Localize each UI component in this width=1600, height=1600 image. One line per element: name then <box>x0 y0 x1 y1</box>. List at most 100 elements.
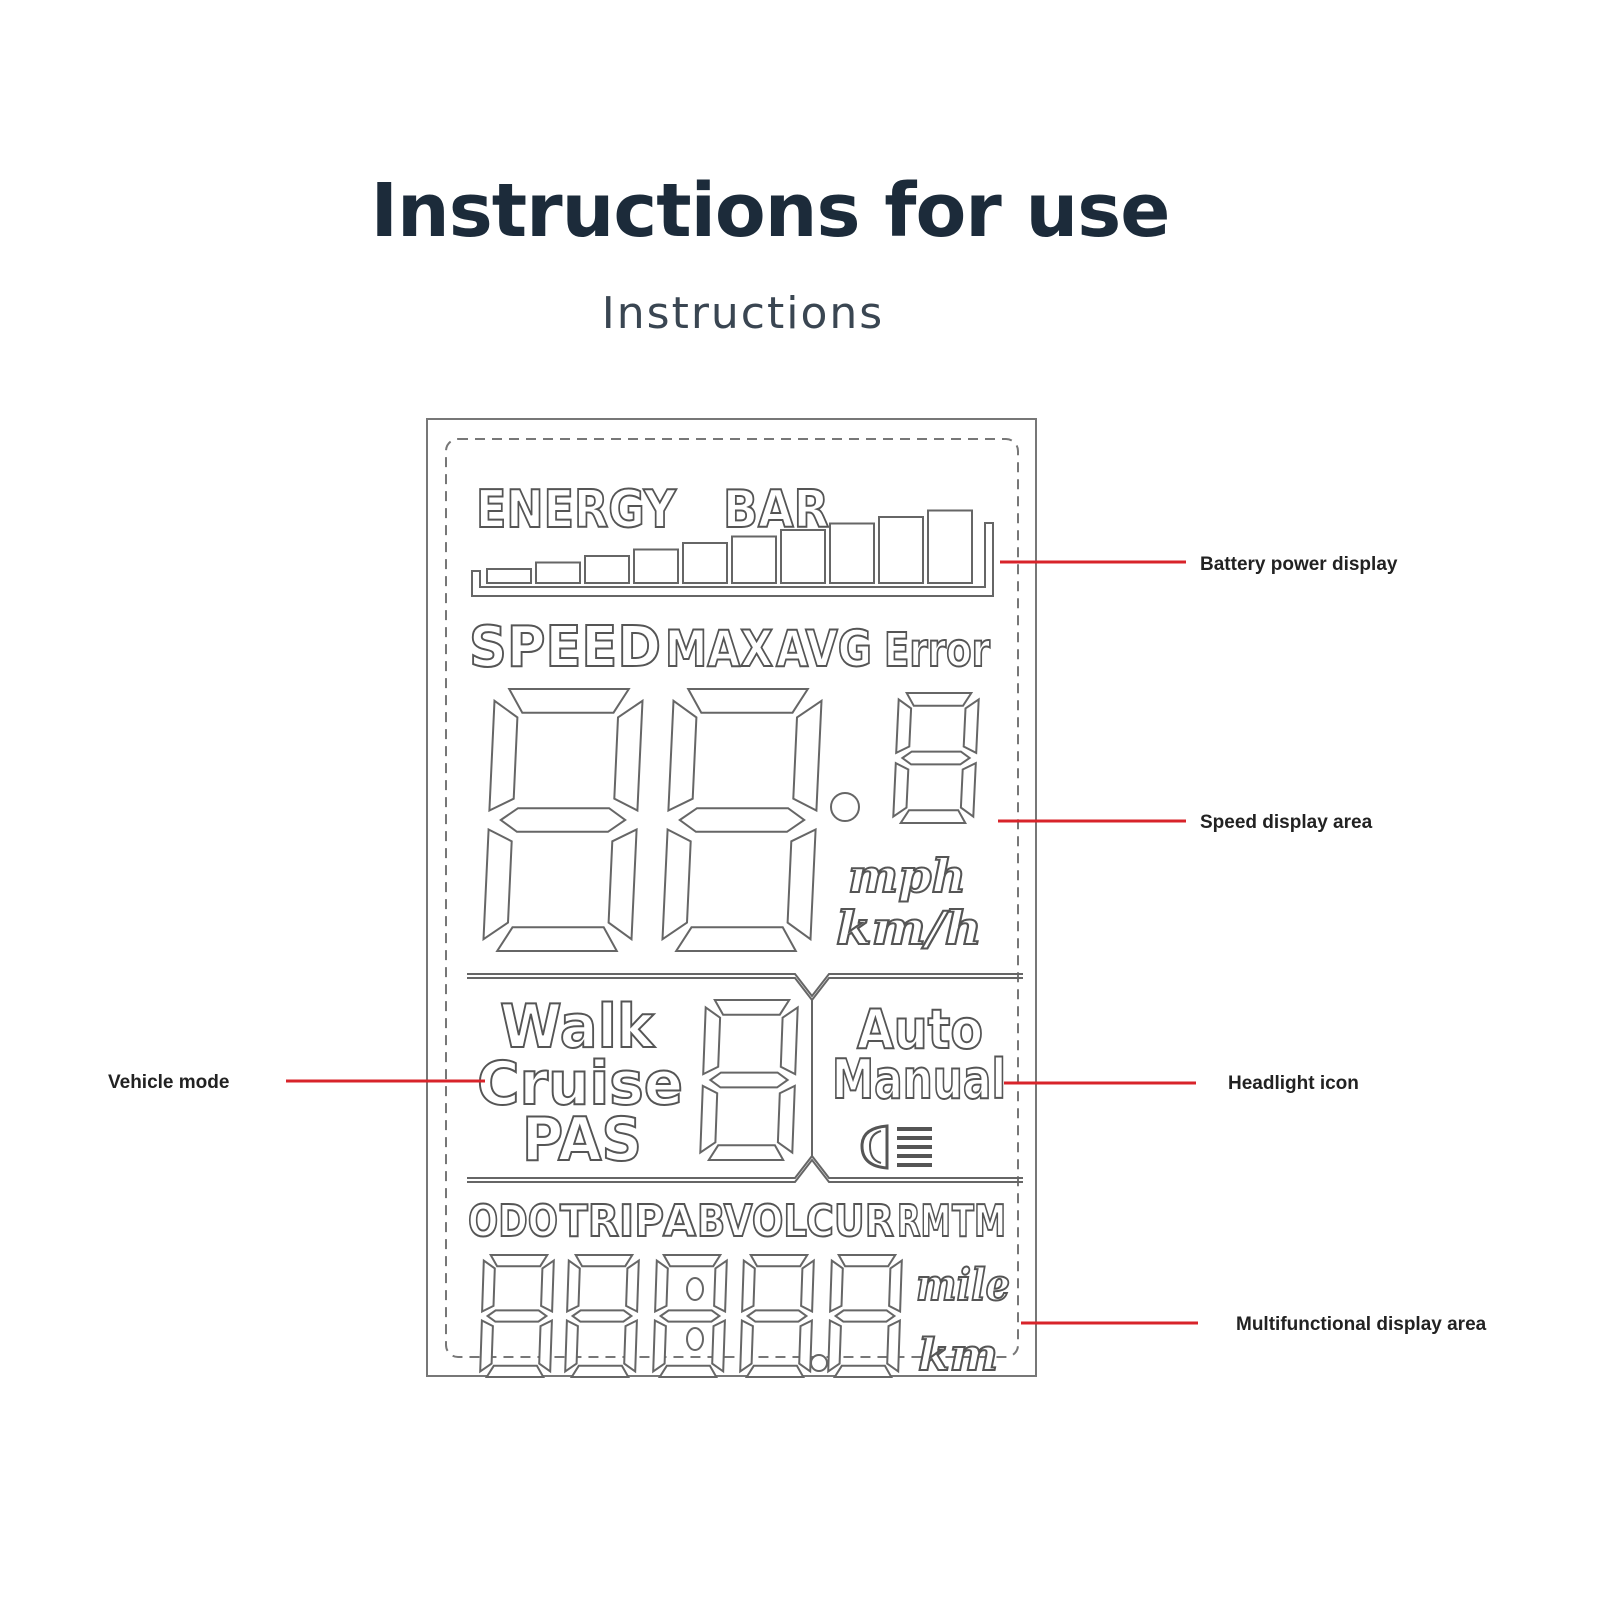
digit-segment-f <box>566 1258 581 1314</box>
digit-segment-c <box>798 1318 813 1374</box>
energy-segment <box>731 535 777 584</box>
digit-segment-a <box>905 692 974 707</box>
digit-segment-f <box>702 1005 722 1076</box>
middle-section-divider <box>467 973 1023 1183</box>
digit-segment-a <box>713 999 792 1016</box>
error-label: Error <box>884 623 990 677</box>
digit-segment-d <box>495 926 619 952</box>
colon-upper-dot <box>686 1277 704 1301</box>
digit-segment-b <box>888 1258 903 1314</box>
energy-segment <box>486 568 532 584</box>
digit-segment-a <box>836 1254 898 1268</box>
lcd-inner-dashed-frame <box>445 438 1019 1358</box>
digit-segment-b <box>792 698 823 813</box>
info-label-a: A <box>663 1196 696 1247</box>
max-label: MAX <box>665 620 773 678</box>
digit-segment-a <box>488 1254 550 1268</box>
digit-segment-f <box>481 1258 496 1314</box>
mode-walk: Walk <box>500 992 656 1062</box>
multi-digit-4 <box>739 1254 815 1378</box>
multi-digit-5 <box>827 1254 903 1378</box>
digit-segment-e <box>482 827 513 942</box>
digit-segment-e <box>652 1318 667 1374</box>
callout-battery: Battery power display <box>1200 554 1398 575</box>
energy-segment <box>878 516 924 584</box>
energy-segment <box>829 522 875 584</box>
page-title: Instructions for use <box>370 168 1171 254</box>
digit-segment-e <box>564 1318 579 1374</box>
digit-segment-d <box>657 1364 719 1378</box>
digit-segment-d <box>674 926 798 952</box>
digit-segment-g <box>499 807 627 833</box>
info-label-tm: TM <box>952 1196 1006 1247</box>
digit-segment-e <box>892 761 910 819</box>
multi-digit-2 <box>564 1254 640 1378</box>
speed-label: SPEED <box>469 615 661 680</box>
digit-segment-f <box>829 1258 844 1314</box>
digit-segment-g <box>833 1309 897 1323</box>
digit-segment-e <box>661 827 692 942</box>
digit-segment-d <box>832 1364 894 1378</box>
energy-segment <box>535 561 581 584</box>
digit-segment-c <box>711 1318 726 1374</box>
unit-mph: mph <box>848 849 966 903</box>
multi-decimal-point <box>810 1354 828 1372</box>
energy-segment <box>780 529 826 584</box>
mode-pas: PAS <box>522 1105 642 1175</box>
digit-segment-b <box>800 1258 815 1314</box>
speed-digit-tenths <box>892 692 980 824</box>
digit-segment-f <box>741 1258 756 1314</box>
unit-km: km <box>918 1330 998 1381</box>
digit-segment-c <box>623 1318 638 1374</box>
digit-segment-b <box>625 1258 640 1314</box>
light-manual: Manual <box>832 1048 1006 1111</box>
digit-segment-g <box>708 1071 790 1089</box>
digit-segment-e <box>827 1318 842 1374</box>
unit-mile: mile <box>916 1260 1010 1311</box>
energy-bar-frame <box>471 522 994 597</box>
colon-lower-dot <box>686 1327 704 1351</box>
digit-segment-d <box>898 809 967 824</box>
info-label-bvol: BVOL <box>697 1196 807 1247</box>
callout-vehicle-mode: Vehicle mode <box>108 1072 229 1093</box>
multi-digit-3 <box>652 1254 728 1378</box>
multi-digit-1 <box>479 1254 555 1378</box>
digit-segment-a <box>661 1254 723 1268</box>
digit-segment-c <box>786 827 817 942</box>
speed-decimal-point <box>830 792 860 822</box>
digit-segment-e <box>699 1084 719 1155</box>
digit-segment-a <box>686 688 810 714</box>
digit-segment-g <box>570 1309 634 1323</box>
energy-label: ENERGY <box>476 480 677 540</box>
digit-segment-b <box>540 1258 555 1314</box>
digit-segment-b <box>613 698 644 813</box>
pas-level-digit <box>699 999 799 1161</box>
info-label-cur: CUR <box>806 1196 894 1247</box>
digit-segment-g <box>485 1309 549 1323</box>
digit-segment-d <box>744 1364 806 1378</box>
energy-segment <box>633 548 679 584</box>
digit-segment-d <box>569 1364 631 1378</box>
digit-segment-b <box>779 1005 799 1076</box>
callout-multifunctional: Multifunctional display area <box>1236 1314 1487 1335</box>
digit-segment-g <box>745 1309 809 1323</box>
callout-headlight: Headlight icon <box>1228 1073 1359 1094</box>
unit-kmh: km/h <box>836 901 982 955</box>
speed-digit-tens <box>482 688 644 952</box>
digit-segment-b <box>962 697 980 755</box>
digit-segment-g <box>900 750 972 766</box>
info-label-trip: TRIP <box>560 1196 664 1247</box>
digit-segment-c <box>607 827 638 942</box>
energy-segment <box>682 542 728 584</box>
digit-segment-c <box>776 1084 796 1155</box>
page-subtitle: Instructions <box>601 288 885 339</box>
digit-segment-f <box>654 1258 669 1314</box>
digit-segment-g <box>678 807 806 833</box>
info-label-odo: ODO <box>468 1196 558 1247</box>
mode-cruise: Cruise <box>477 1049 683 1119</box>
avg-label: AVG <box>776 620 872 678</box>
energy-bar-segments <box>486 509 973 584</box>
info-label-rm: RM <box>897 1196 951 1247</box>
digit-segment-f <box>488 698 519 813</box>
